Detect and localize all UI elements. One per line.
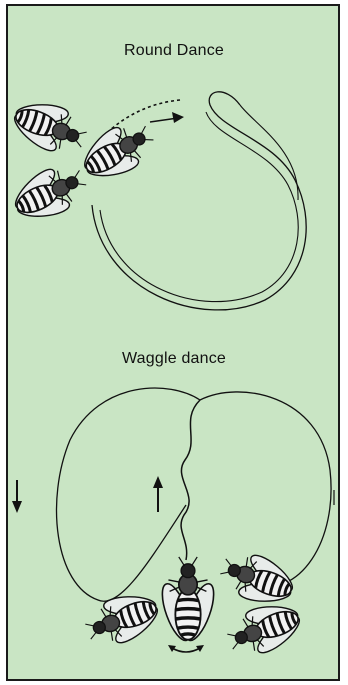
wiggle-arrow-icon xyxy=(172,648,200,652)
round-dance-return-line xyxy=(240,105,298,200)
round-dance-outer-loop xyxy=(92,92,306,310)
round-dance-figure xyxy=(3,88,306,310)
bee-icon xyxy=(3,153,95,234)
bee-icon xyxy=(214,541,304,618)
bee-icon xyxy=(157,557,220,644)
bee-icon xyxy=(70,109,163,194)
waggle-left-loop xyxy=(57,388,200,601)
arrow-right-icon xyxy=(172,112,184,123)
bee-icon xyxy=(4,88,94,165)
waggle-dance-figure xyxy=(12,388,334,667)
waggle-run-path xyxy=(181,400,200,560)
